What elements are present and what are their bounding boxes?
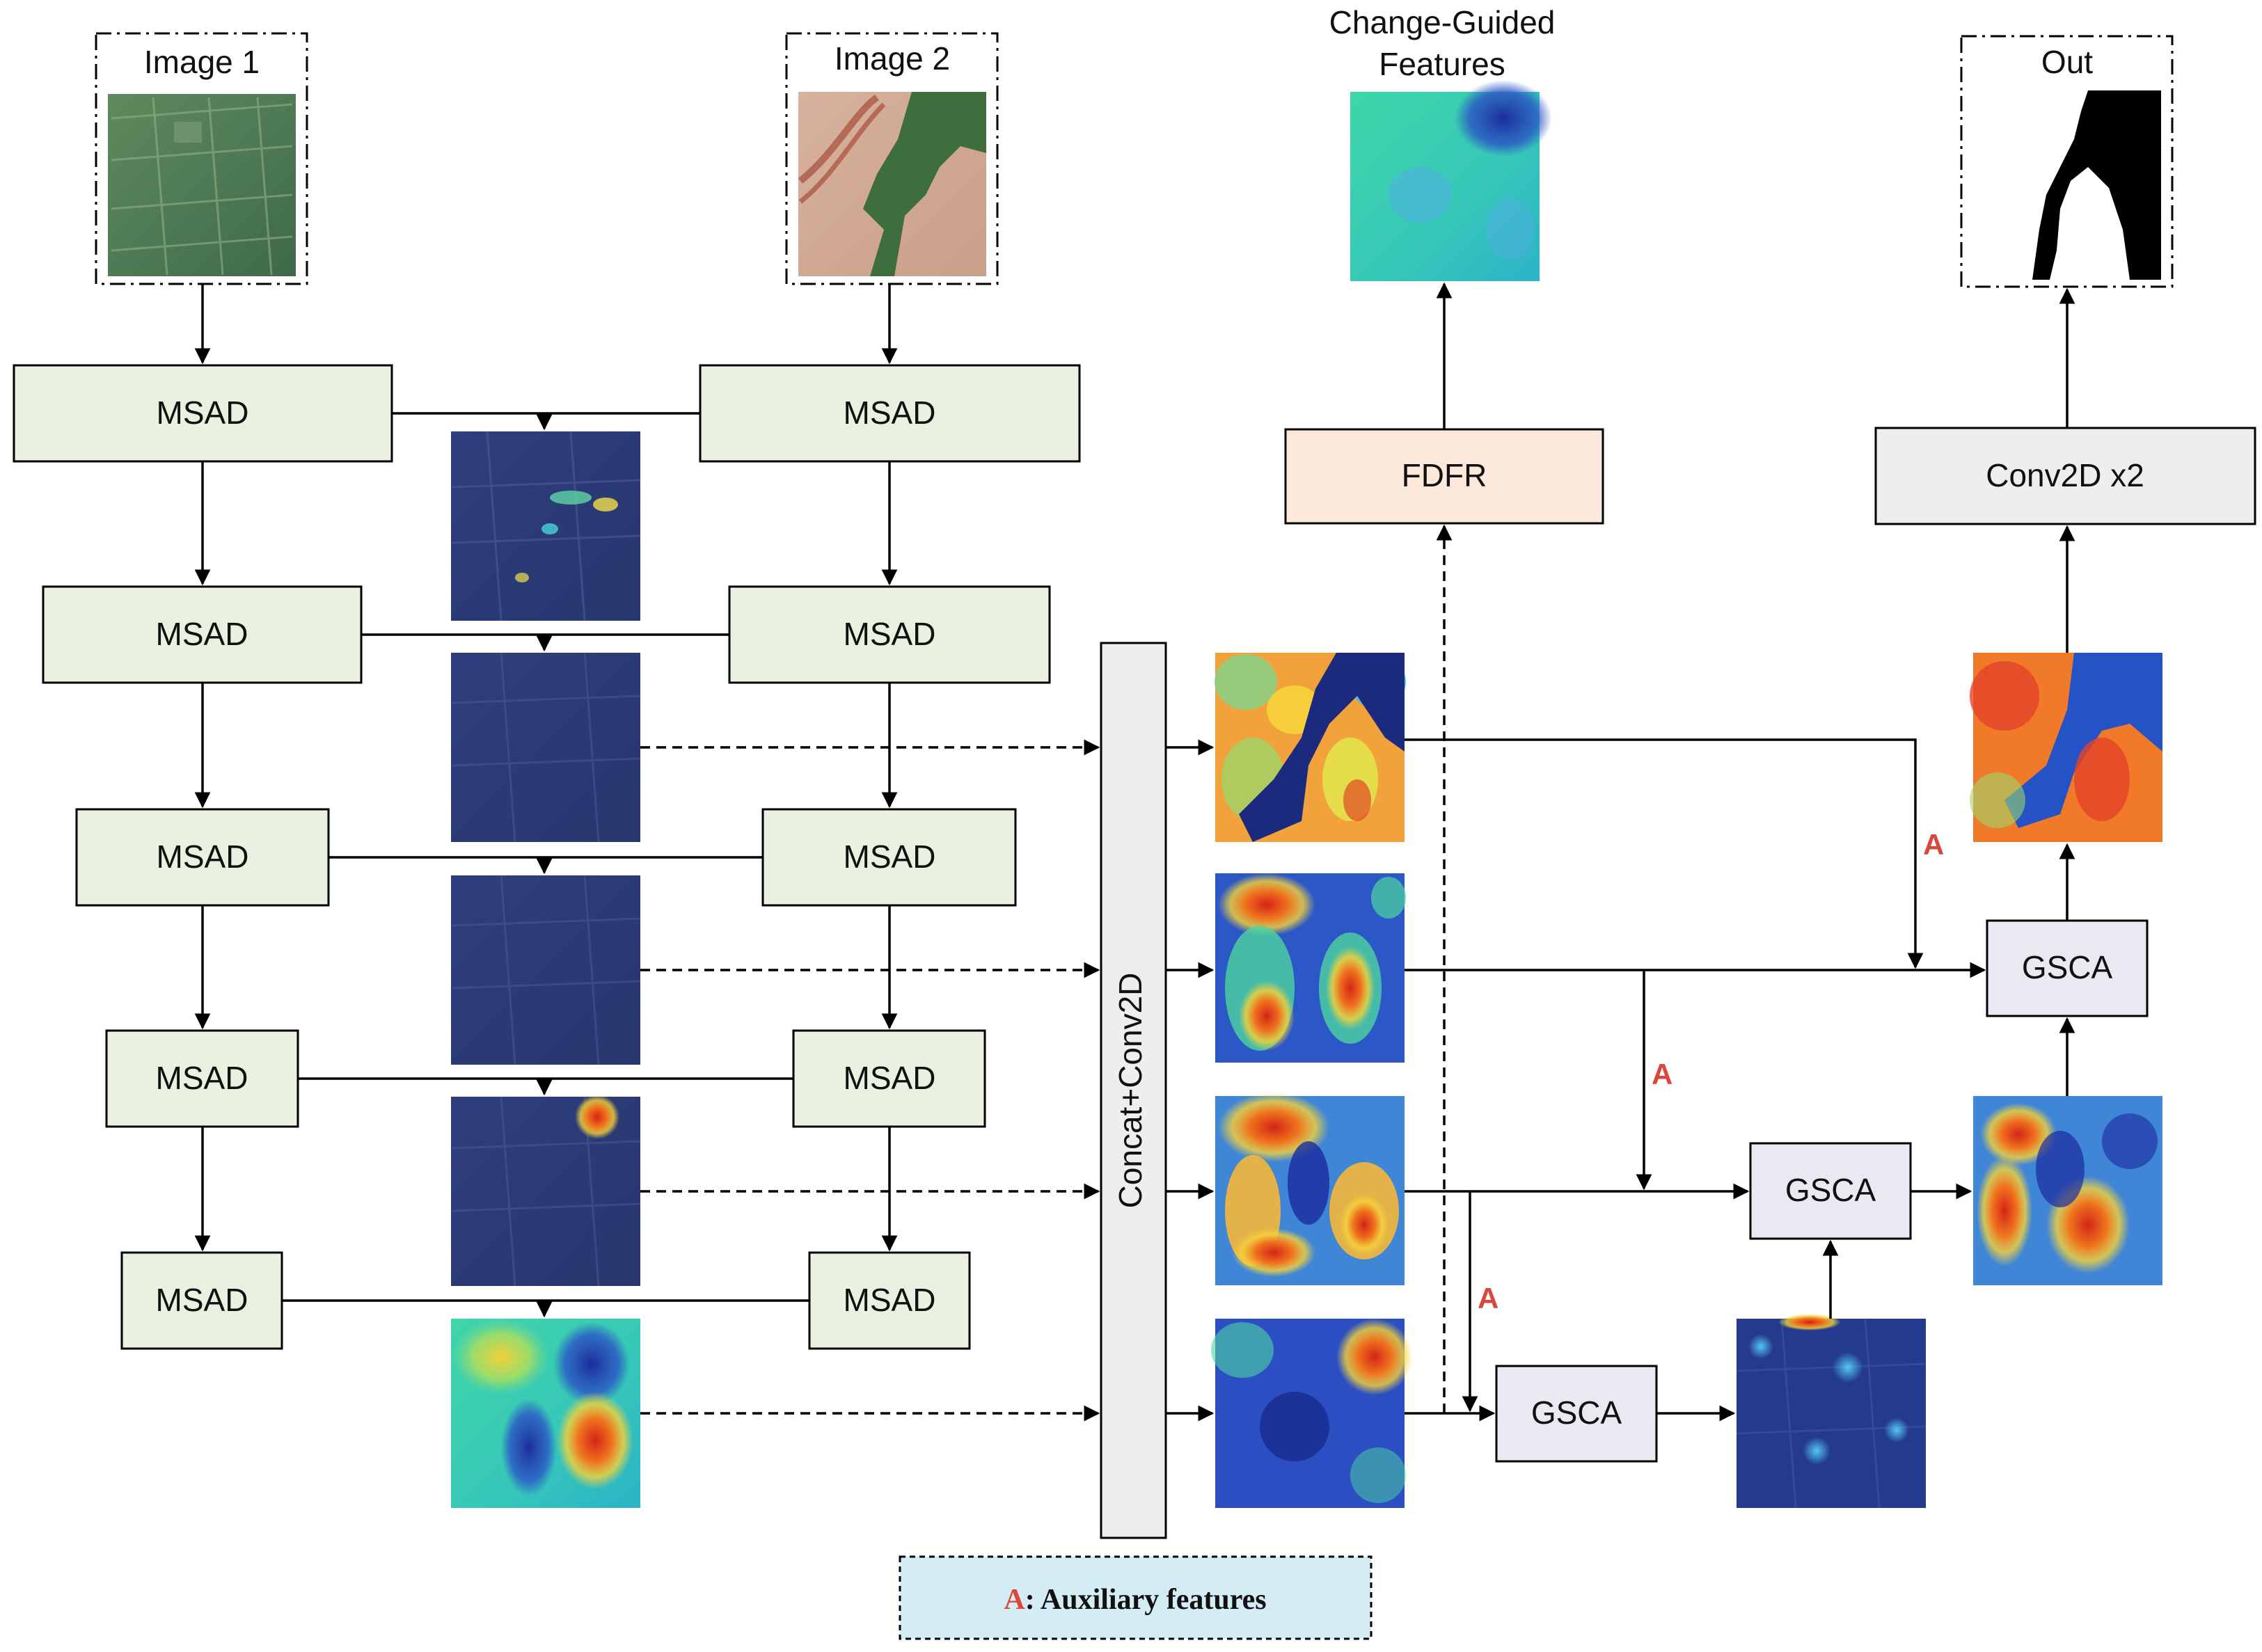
gsca2-output-map bbox=[1973, 1096, 2162, 1285]
svg-text:Conv2D x2: Conv2D x2 bbox=[1986, 457, 2144, 493]
svg-text:MSAD: MSAD bbox=[844, 1060, 936, 1096]
change-guided-label-line1: Change-Guided bbox=[1329, 4, 1556, 40]
msad-right-1: MSAD bbox=[699, 364, 1081, 463]
image2-frame bbox=[785, 32, 999, 285]
svg-text:MSAD: MSAD bbox=[157, 839, 249, 875]
svg-text:FDFR: FDFR bbox=[1402, 457, 1487, 493]
svg-text:MSAD: MSAD bbox=[156, 1060, 248, 1096]
svg-text:MSAD: MSAD bbox=[844, 1282, 936, 1318]
gsca-block-1: GSCA bbox=[1495, 1365, 1658, 1463]
svg-text:MSAD: MSAD bbox=[156, 616, 248, 652]
svg-text:MSAD: MSAD bbox=[156, 1282, 248, 1318]
image1-label: Image 1 bbox=[144, 44, 260, 80]
change-guided-label-line2: Features bbox=[1379, 46, 1505, 82]
msad-vertical-arrows bbox=[194, 284, 898, 1252]
svg-text:MSAD: MSAD bbox=[844, 839, 936, 875]
change-guided-features-map bbox=[1350, 80, 1552, 281]
concat-conv2d-block: Concat+Conv2D bbox=[1100, 642, 1167, 1539]
feature-map-2 bbox=[1215, 873, 1406, 1063]
diff-map-5 bbox=[451, 1319, 640, 1508]
msad-left-3: MSAD bbox=[75, 808, 330, 907]
gsca1-output-map bbox=[1736, 1314, 1927, 1509]
msad-left-4: MSAD bbox=[105, 1029, 299, 1128]
gsca-block-3: GSCA bbox=[1986, 919, 2149, 1017]
msad-pair-links bbox=[282, 412, 809, 1318]
fdfr-block: FDFR bbox=[1284, 428, 1604, 525]
legend-marker: A bbox=[1004, 1584, 1025, 1616]
msad-right-2: MSAD bbox=[728, 585, 1051, 684]
svg-text:GSCA: GSCA bbox=[2022, 949, 2113, 985]
out-frame bbox=[1960, 35, 2174, 288]
feature-map-1 bbox=[1215, 653, 1406, 842]
svg-text:MSAD: MSAD bbox=[844, 616, 936, 652]
output-change-mask bbox=[1973, 90, 2161, 280]
diff-map-2 bbox=[451, 652, 641, 843]
aux-marker-1: A bbox=[1478, 1282, 1498, 1315]
concat-to-features-arrows bbox=[1166, 739, 1215, 1422]
image2-thumbnail bbox=[798, 92, 986, 276]
feature-map-3 bbox=[1215, 1093, 1405, 1285]
feature-map-4 bbox=[1211, 1319, 1413, 1508]
legend-text: : Auxiliary features bbox=[1025, 1584, 1267, 1616]
aux-marker-3: A bbox=[1923, 828, 1944, 861]
msad-left-1: MSAD bbox=[13, 364, 393, 463]
svg-text:MSAD: MSAD bbox=[157, 395, 249, 431]
conv2d-block: Conv2D x2 bbox=[1874, 427, 2256, 525]
image2-label: Image 2 bbox=[835, 40, 950, 77]
gsca3-output-map bbox=[1970, 653, 2162, 842]
right-side-connections bbox=[1405, 287, 2075, 1422]
svg-text:GSCA: GSCA bbox=[1531, 1395, 1622, 1431]
diff-map-1 bbox=[451, 431, 641, 621]
image1-thumbnail bbox=[108, 94, 296, 276]
msad-right-3: MSAD bbox=[761, 808, 1017, 907]
msad-right-4: MSAD bbox=[792, 1029, 986, 1128]
msad-left-2: MSAD bbox=[42, 585, 363, 684]
aux-marker-2: A bbox=[1652, 1058, 1672, 1090]
msad-right-5: MSAD bbox=[808, 1251, 971, 1350]
diff-to-concat-arrows bbox=[640, 739, 1100, 1422]
svg-text:A: Auxiliary features: A: Auxiliary features bbox=[1004, 1584, 1266, 1616]
diff-map-4 bbox=[451, 1095, 641, 1287]
msad-left-5: MSAD bbox=[120, 1251, 283, 1350]
diff-map-3 bbox=[451, 875, 641, 1065]
svg-text:Concat+Conv2D: Concat+Conv2D bbox=[1112, 973, 1148, 1209]
gsca-block-2: GSCA bbox=[1749, 1142, 1912, 1240]
svg-text:MSAD: MSAD bbox=[844, 395, 936, 431]
legend-box: A: Auxiliary features bbox=[899, 1555, 1373, 1640]
svg-text:GSCA: GSCA bbox=[1785, 1172, 1876, 1208]
out-label: Out bbox=[2041, 44, 2093, 80]
